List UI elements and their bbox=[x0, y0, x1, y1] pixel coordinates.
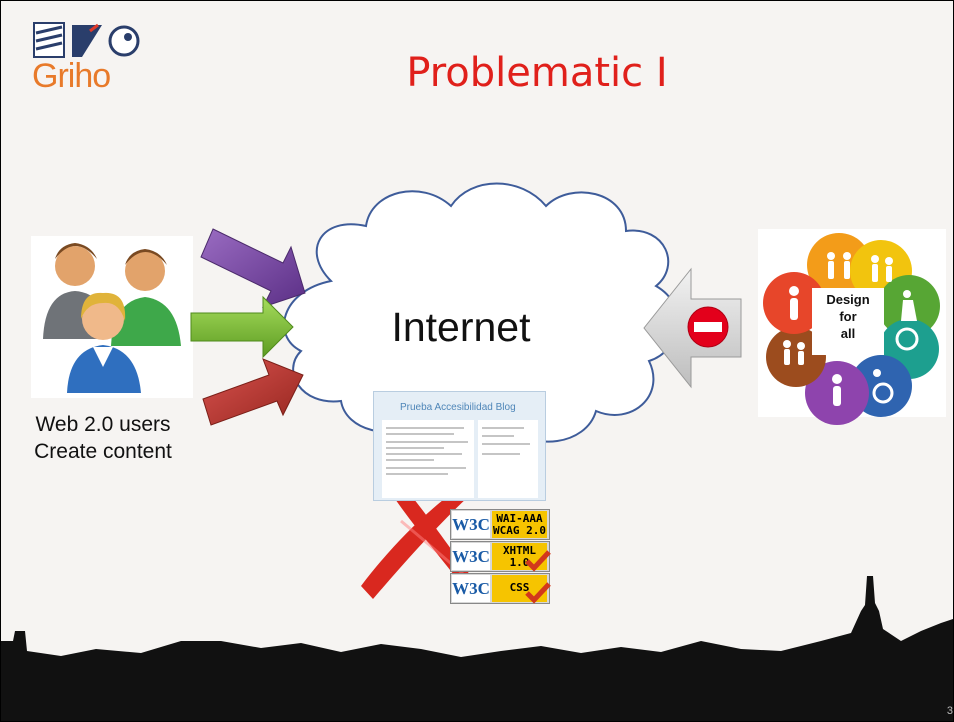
w3c-logo: W3C bbox=[452, 575, 490, 602]
badge-xhtml-line2: 1.0 bbox=[509, 556, 530, 569]
griho-logo-graphic bbox=[33, 22, 140, 58]
design-for-all-label: Design for all bbox=[812, 288, 884, 355]
w3c-logo: W3C bbox=[452, 543, 490, 570]
badge-css: W3C CSS bbox=[450, 573, 551, 604]
internet-cloud bbox=[283, 182, 679, 448]
badge-wai-aaa-line1: WAI-AAA bbox=[496, 512, 543, 525]
design-for-all-line3: all bbox=[840, 326, 856, 341]
purple-arrow bbox=[200, 228, 306, 308]
city-skyline-silhouette bbox=[1, 576, 953, 721]
badge-xhtml-line1: XHTML bbox=[502, 544, 537, 557]
red-arrow bbox=[202, 358, 304, 426]
slide-number: 3 bbox=[946, 705, 953, 717]
badge-wai-aaa: W3C WAI-AAA WCAG 2.0 bbox=[450, 509, 550, 540]
slide-title: Problematic I bbox=[406, 50, 668, 96]
check-icon bbox=[525, 582, 551, 604]
badge-xhtml: W3C XHTML 1.0 bbox=[450, 541, 551, 572]
badge-css-line1: CSS bbox=[509, 581, 530, 594]
design-for-all-line2: for bbox=[839, 309, 857, 324]
logo-text: Griho bbox=[32, 57, 111, 95]
w3c-logo: W3C bbox=[452, 511, 490, 538]
users-caption: Web 2.0 users Create content bbox=[5, 411, 201, 465]
griho-logo: Griho bbox=[32, 21, 152, 111]
check-icon bbox=[525, 550, 551, 572]
badge-wai-aaa-tag: WAI-AAA WCAG 2.0 bbox=[492, 511, 547, 538]
internet-label: Internet bbox=[391, 304, 531, 350]
web-users-group-icon bbox=[31, 236, 193, 398]
design-for-all-icon bbox=[758, 229, 946, 425]
design-for-all-line1: Design bbox=[826, 292, 870, 307]
users-caption-line2: Create content bbox=[34, 440, 172, 463]
green-arrow bbox=[190, 295, 294, 359]
badge-wai-aaa-line2: WCAG 2.0 bbox=[493, 524, 546, 537]
blog-screenshot: Prueba Accesibilidad Blog bbox=[373, 391, 546, 501]
no-entry-icon bbox=[687, 306, 729, 348]
blog-title: Prueba Accesibilidad Blog bbox=[400, 402, 516, 413]
blog-text-lines bbox=[382, 420, 538, 498]
users-caption-line1: Web 2.0 users bbox=[35, 413, 171, 436]
